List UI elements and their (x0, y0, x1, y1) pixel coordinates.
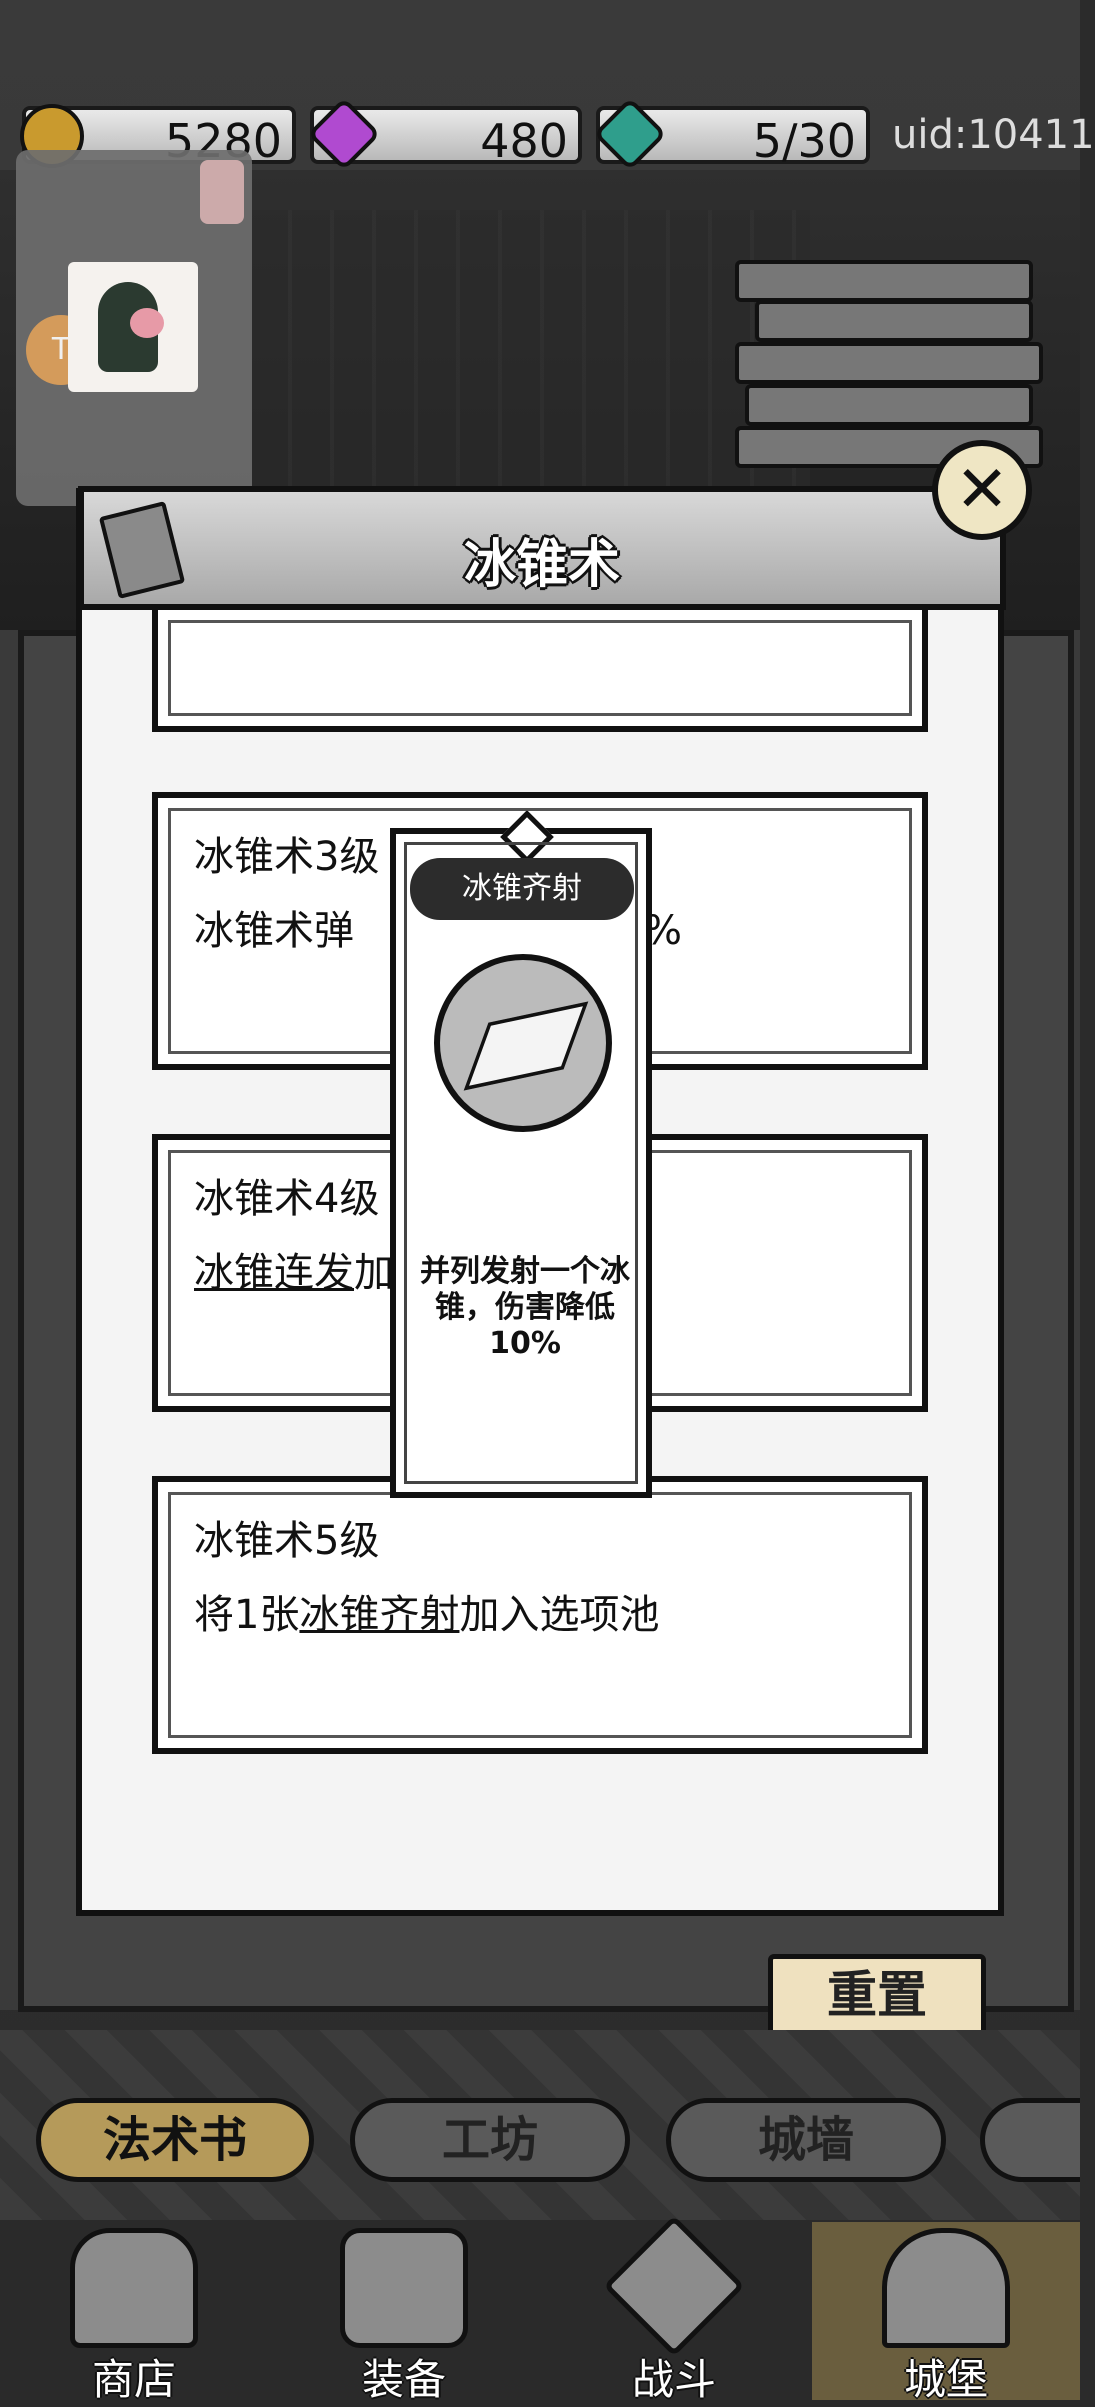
reset-button[interactable]: 重置 (768, 1954, 986, 2036)
modal-title: 冰锥术 (463, 535, 620, 595)
mini-preview (200, 160, 244, 224)
nav-castle[interactable]: 城堡 (812, 2222, 1080, 2404)
spell-tooltip-card: 冰锥齐射 并列发射一个冰锥，伤害降低10% (390, 810, 652, 1498)
spell-link[interactable]: 冰锥连发 (194, 1250, 354, 1296)
nav-label: 商店 (91, 2355, 176, 2404)
crossed-swords-icon (603, 2215, 745, 2357)
shop-icon (70, 2228, 198, 2348)
level-description: 冰锥连发加 (194, 1250, 394, 1296)
ice-shard-icon (434, 954, 612, 1132)
nav-label: 战斗 (631, 2355, 716, 2404)
nav-label: 城堡 (903, 2355, 988, 2404)
nav-label: 装备 (361, 2355, 446, 2404)
nav-shop[interactable]: 商店 (0, 2222, 268, 2404)
nav-battle[interactable]: 战斗 (540, 2215, 808, 2404)
tooltip-description: 并列发射一个冰锥，伤害降低10% (420, 1254, 630, 1361)
gem-counter: 480 (307, 97, 582, 171)
user-id: uid:10411 (892, 112, 1095, 158)
tab-wall[interactable]: 城墙 (666, 2098, 946, 2182)
level-title: 冰锥术4级 (194, 1176, 380, 1222)
energy-counter[interactable]: 5/30 (593, 97, 870, 171)
modal-header: 冰锥术 (78, 486, 1006, 610)
gem-icon (307, 97, 381, 171)
level-title: 冰锥术3级 (194, 834, 380, 880)
energy-value: 5/30 (752, 114, 856, 168)
backpack-icon (340, 2228, 468, 2348)
spell-link[interactable]: 冰锥齐射 (299, 1592, 460, 1638)
close-button[interactable]: ✕ (932, 440, 1032, 540)
nav-equipment[interactable]: 装备 (270, 2222, 538, 2404)
level-card-partial (152, 610, 928, 732)
avatar-thumbnail[interactable] (68, 262, 198, 392)
tab-workshop[interactable]: 工坊 (350, 2098, 630, 2182)
tooltip-title: 冰锥齐射 (410, 858, 634, 920)
level-title: 冰锥术5级 (194, 1518, 380, 1564)
gem-value: 480 (480, 114, 568, 168)
castle-tower-icon (882, 2228, 1010, 2348)
floating-video-window[interactable]: T (16, 150, 252, 506)
energy-icon (593, 97, 667, 171)
tab-spellbook[interactable]: 法术书 (36, 2098, 314, 2182)
level-card-5: 冰锥术5级 将1张冰锥齐射加入选项池 (152, 1476, 928, 1754)
level-description: 将1张冰锥齐射加入选项池 (194, 1592, 660, 1638)
close-icon: ✕ (955, 453, 1009, 527)
tab-more[interactable] (980, 2098, 1080, 2182)
